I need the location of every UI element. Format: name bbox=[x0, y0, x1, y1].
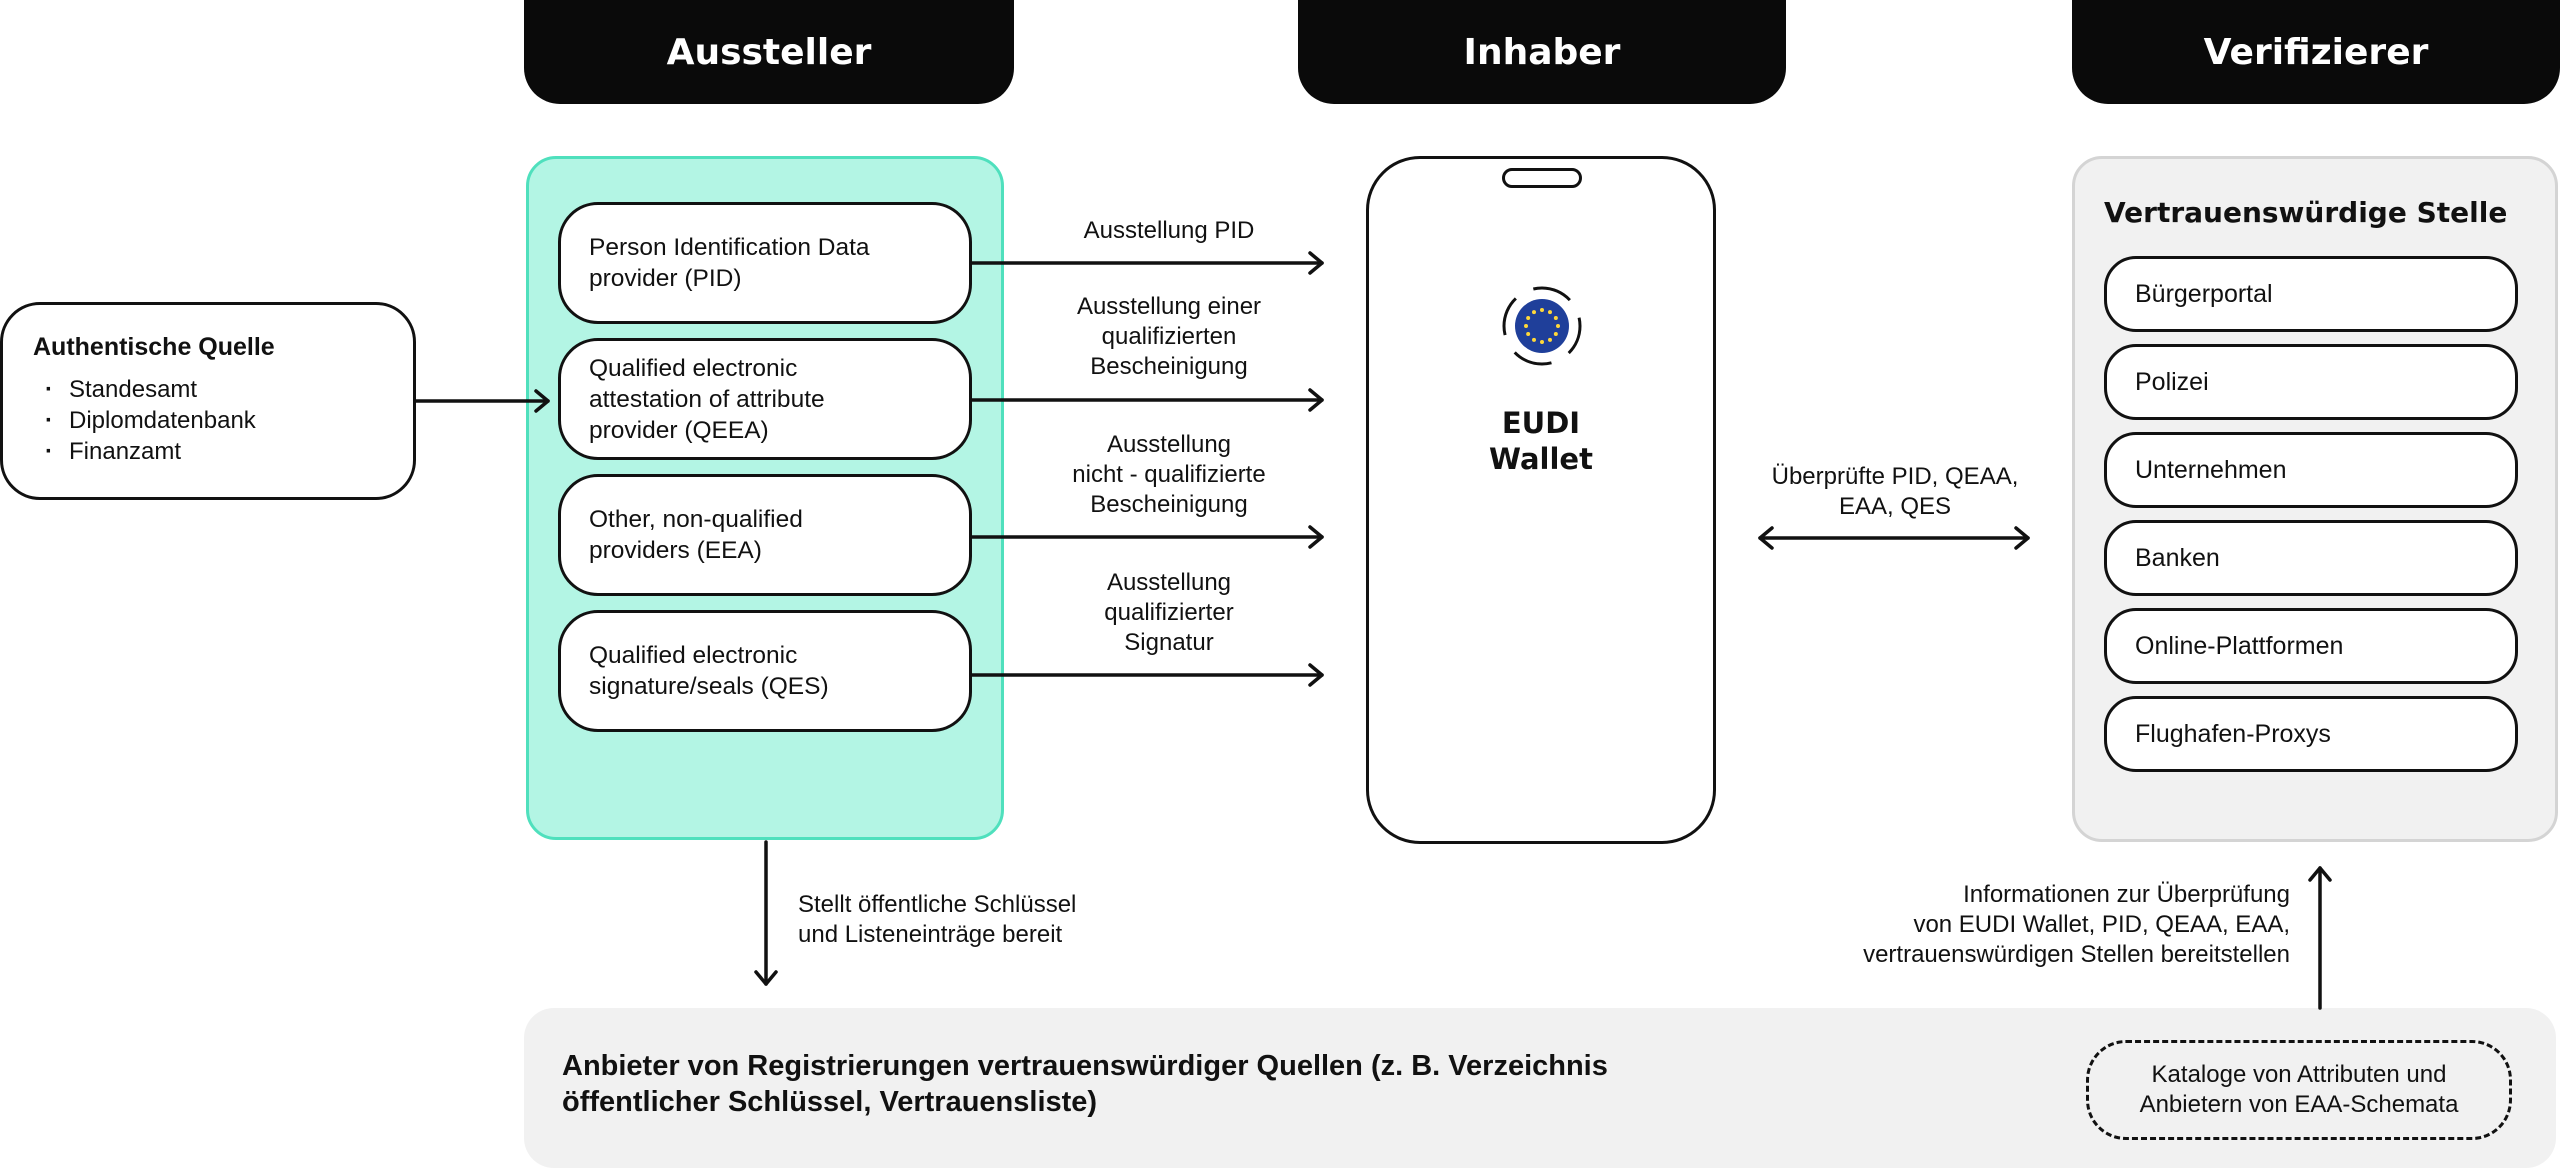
registry-title: Anbieter von Registrierungen vertrauensw… bbox=[562, 1050, 1608, 1118]
authentic-source-item: Finanzamt bbox=[33, 436, 383, 467]
arrow-wallet-verifier-bidirectional bbox=[1758, 526, 2030, 550]
arrow-issuance-signature bbox=[970, 663, 1324, 687]
eu-flag-star bbox=[1532, 337, 1536, 342]
authentic-source-box: Authentische Quelle Standesamt Diplomdat… bbox=[0, 302, 416, 500]
issuer-eea: Other, non-qualified providers (EEA) bbox=[558, 474, 972, 596]
edge-label-verification: Überprüfte PID, QEAA, EAA, QES bbox=[1771, 463, 2019, 520]
edge-label-issuance-qualified: Ausstellung einer qualifizierten Beschei… bbox=[1076, 293, 1262, 380]
issuer-pid: Person Identification Data provider (PID… bbox=[558, 202, 972, 324]
arrow-registry-to-verifier bbox=[2308, 866, 2332, 1010]
verifier-item-buergerportal: Bürgerportal bbox=[2104, 256, 2518, 332]
eu-flag-star bbox=[1540, 340, 1544, 344]
phone-notch bbox=[1502, 168, 1582, 188]
arrow-issuance-non-qualified bbox=[970, 525, 1324, 549]
issuer-qes: Qualified electronic signature/seals (QE… bbox=[558, 610, 972, 732]
eu-flag-star bbox=[1540, 308, 1544, 312]
issuer-qeea: Qualified electronic attestation of attr… bbox=[558, 338, 972, 460]
eu-flag-star bbox=[1548, 310, 1552, 315]
verifier-item-online-plattformen: Online-Plattformen bbox=[2104, 608, 2518, 684]
verifier-item-flughafen-proxys: Flughafen-Proxys bbox=[2104, 696, 2518, 772]
eu-flag-star bbox=[1553, 316, 1558, 320]
eu-flag-star bbox=[1556, 324, 1560, 328]
eu-flag-star bbox=[1524, 324, 1528, 328]
wallet-label: EUDI Wallet bbox=[1489, 406, 1593, 476]
eu-flag-star bbox=[1526, 316, 1531, 320]
verifier-item-polizei: Polizei bbox=[2104, 344, 2518, 420]
authentic-source-title: Authentische Quelle bbox=[33, 333, 275, 361]
header-holder-label: Inhaber bbox=[1463, 31, 1621, 73]
verifier-title: Vertrauenswürdige Stelle bbox=[2104, 196, 2508, 229]
eu-flag-icon bbox=[1502, 286, 1582, 366]
authentic-source-item: Diplomdatenbank bbox=[33, 405, 383, 436]
eu-flag-star bbox=[1532, 310, 1536, 315]
verifier-item-banken: Banken bbox=[2104, 520, 2518, 596]
edge-label-registry-to-verifier: Informationen zur Überprüfung von EUDI W… bbox=[1863, 881, 2290, 968]
eu-flag-star bbox=[1526, 332, 1531, 336]
header-issuer: Aussteller bbox=[524, 0, 1014, 104]
arrow-issuance-qualified bbox=[970, 388, 1324, 412]
authentic-source-item: Standesamt bbox=[33, 374, 383, 405]
edge-label-issuance-non-qualified: Ausstellung nicht - qualifizierte Besche… bbox=[1072, 431, 1266, 518]
header-holder: Inhaber bbox=[1298, 0, 1786, 104]
verifier-item-unternehmen: Unternehmen bbox=[2104, 432, 2518, 508]
catalog-box: Kataloge von Attributen und Anbietern vo… bbox=[2086, 1040, 2512, 1140]
header-verifier-label: Verifizierer bbox=[2203, 31, 2429, 73]
edge-label-issuer-to-registry: Stellt öffentliche Schlüssel und Listene… bbox=[798, 891, 1077, 948]
authentic-source-list: Standesamt Diplomdatenbank Finanzamt bbox=[33, 374, 383, 467]
edge-label-issuance-pid: Ausstellung PID bbox=[1083, 217, 1255, 244]
registry-panel bbox=[524, 1008, 2556, 1168]
arrow-issuance-pid bbox=[970, 251, 1324, 275]
wallet-phone bbox=[1366, 156, 1716, 844]
header-issuer-label: Aussteller bbox=[666, 31, 872, 73]
eu-flag-star bbox=[1548, 337, 1552, 342]
edge-label-issuance-signature: Ausstellung qualifizierter Signatur bbox=[1104, 569, 1234, 656]
eu-flag-star bbox=[1553, 332, 1558, 336]
arrow-issuer-to-registry bbox=[754, 840, 778, 986]
header-verifier: Verifizierer bbox=[2072, 0, 2560, 104]
